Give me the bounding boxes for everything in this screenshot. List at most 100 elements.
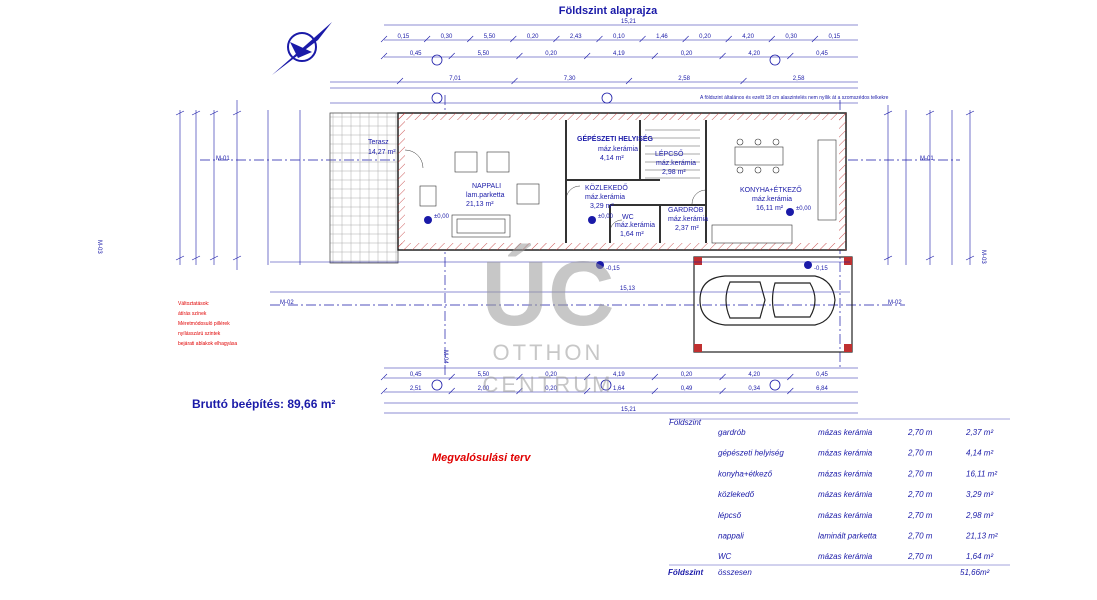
table-row-height: 2,70 m bbox=[907, 449, 933, 458]
dimension-label: 5,50 bbox=[484, 34, 496, 40]
dimension-label: 0,45 bbox=[410, 51, 422, 57]
section-marker-icon bbox=[431, 54, 781, 391]
dimension-label: 0,49 bbox=[681, 386, 693, 392]
svg-text:-0,15: -0,15 bbox=[814, 266, 828, 272]
dimension-tick bbox=[380, 373, 388, 381]
table-row-area: 3,29 m² bbox=[966, 490, 993, 499]
dimension-tick bbox=[448, 52, 455, 60]
room-gepeszet-name: GÉPÉSZETI HELYISÉG bbox=[577, 134, 654, 143]
room-kozlekedo-area: 3,29 m² bbox=[590, 203, 614, 210]
room-nappali-mat: lam.parketta bbox=[466, 192, 505, 199]
plan-note: A földszint általános és ezeltt 18 cm al… bbox=[700, 95, 889, 101]
table-row-height: 2,70 m bbox=[907, 428, 933, 437]
room-labels: Terasz 14,27 m² NAPPALI lam.parketta 21,… bbox=[368, 134, 802, 238]
plan-status: Megvalósulási terv bbox=[432, 452, 531, 464]
brutto-area: Bruttó beépítés: 89,66 m² bbox=[192, 397, 335, 411]
table-row-room: gardrób bbox=[718, 428, 746, 437]
dimension-tick bbox=[510, 35, 517, 43]
table-row-material: mázas kerámia bbox=[818, 428, 873, 437]
dimension-label: 2,58 bbox=[678, 76, 690, 82]
dimension-tick bbox=[787, 373, 794, 381]
svg-text:±0,00: ±0,00 bbox=[796, 206, 812, 212]
dimension-label: 0,15 bbox=[828, 34, 840, 40]
dimension-tick bbox=[719, 52, 726, 60]
dimension-label: 0,10 bbox=[613, 34, 625, 40]
dimension-tick bbox=[651, 373, 659, 381]
room-konyha-area: 16,11 m² bbox=[756, 205, 784, 212]
table-row-area: 21,13 m² bbox=[965, 532, 998, 541]
svg-text:M-02: M-02 bbox=[280, 300, 294, 306]
dimension-tick bbox=[511, 77, 518, 85]
dimension-tick bbox=[423, 35, 431, 43]
table-row-area: 4,14 m² bbox=[966, 449, 993, 458]
table-row-height: 2,70 m bbox=[907, 552, 933, 561]
mid-dim: 15,13 bbox=[620, 286, 636, 292]
table-row-room: WC bbox=[718, 552, 732, 561]
dimension-tick bbox=[380, 52, 388, 60]
dimension-tick bbox=[719, 387, 726, 395]
dimension-label: 2,00 bbox=[478, 386, 490, 392]
room-lepcso-name: LÉPCSŐ bbox=[655, 149, 684, 158]
table-floor-label: Földszint bbox=[669, 418, 702, 427]
table-row-area: 1,64 m² bbox=[966, 552, 993, 561]
table-row-room: gépészeti helyiség bbox=[718, 449, 784, 458]
table-row-height: 2,70 m bbox=[907, 469, 933, 478]
svg-text:M-04: M-04 bbox=[442, 350, 448, 364]
watermark: ÚC OTTHON CENTRUM bbox=[482, 242, 615, 397]
bottom-total-dim: 15,21 bbox=[621, 407, 637, 413]
dimension-label: 2,43 bbox=[570, 34, 582, 40]
svg-text:±0,00: ±0,00 bbox=[598, 214, 614, 220]
dimension-ticks bbox=[175, 110, 975, 261]
room-wc-area: 1,64 m² bbox=[620, 231, 644, 238]
table-row-material: mázas kerámia bbox=[818, 552, 873, 561]
terrace-tiles bbox=[329, 112, 399, 264]
dimension-tick bbox=[787, 52, 794, 60]
dimension-tick bbox=[396, 77, 404, 85]
dimension-tick bbox=[448, 387, 455, 395]
table-row-room: közlekedő bbox=[718, 490, 755, 499]
door-swings bbox=[404, 149, 707, 233]
svg-text:-0,15: -0,15 bbox=[606, 266, 620, 272]
dimension-tick bbox=[583, 373, 591, 381]
dimension-tick bbox=[516, 52, 523, 60]
dimension-label: 1,46 bbox=[656, 34, 668, 40]
table-row-material: mázas kerámia bbox=[818, 490, 873, 499]
elevation-markers: ±0,00 ±0,00 ±0,00 -0,15 -0,15 bbox=[424, 206, 828, 272]
table-row-area: 2,37 m² bbox=[965, 428, 993, 437]
room-lepcso-area: 2,98 m² bbox=[662, 169, 686, 176]
svg-text:M-02: M-02 bbox=[888, 300, 902, 306]
table-total-floor: Földszint bbox=[668, 568, 703, 577]
room-nappali-area: 21,13 m² bbox=[466, 201, 494, 208]
table-row-material: laminált parketta bbox=[818, 532, 877, 541]
table-row-room: konyha+étkező bbox=[718, 469, 773, 478]
wall-hatch bbox=[398, 113, 846, 250]
building-outline bbox=[397, 112, 847, 251]
dimension-label: 4,19 bbox=[613, 372, 625, 378]
top-dimension-lines bbox=[330, 24, 858, 104]
dimension-tick bbox=[651, 387, 659, 395]
room-wc-name: WC bbox=[622, 214, 634, 221]
dimension-tick bbox=[682, 35, 689, 43]
room-konyha-mat: máz.kerámia bbox=[752, 196, 792, 203]
table-row-area: 16,11 m² bbox=[966, 469, 997, 478]
svg-text:ÚC: ÚC bbox=[482, 242, 615, 345]
table-row-area: 2,98 m² bbox=[965, 511, 993, 520]
dimension-label: 6,84 bbox=[816, 386, 828, 392]
dimension-label: 0,20 bbox=[681, 372, 693, 378]
svg-text:M-01: M-01 bbox=[920, 156, 934, 162]
svg-text:CENTRUM: CENTRUM bbox=[483, 372, 614, 397]
dimension-label: 0,34 bbox=[748, 386, 760, 392]
carport-outline bbox=[693, 256, 853, 353]
dimension-label: 0,20 bbox=[681, 51, 693, 57]
table-row-height: 2,70 m bbox=[907, 490, 933, 499]
dimension-label: 0,20 bbox=[527, 34, 539, 40]
room-gardrob-name: GARDRÓB bbox=[668, 205, 704, 214]
dimension-label: 1,64 bbox=[613, 386, 625, 392]
svg-text:Méretmódosuló pillérek: Méretmódosuló pillérek bbox=[178, 321, 230, 327]
dimension-tick bbox=[651, 52, 659, 60]
bottom-dimension-lines bbox=[384, 367, 858, 414]
